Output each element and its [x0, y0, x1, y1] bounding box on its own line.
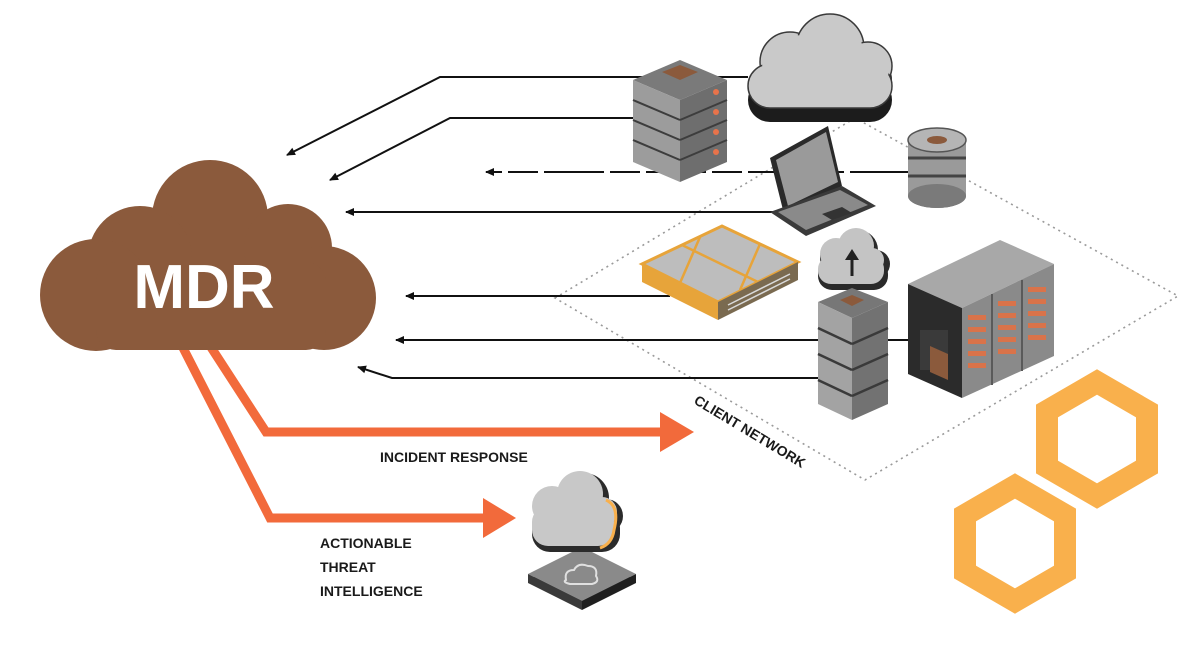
laptop-icon	[770, 126, 876, 236]
intel-label-line-1: ACTIONABLE	[320, 535, 412, 551]
cloud-icon	[747, 13, 893, 122]
server-stack-icon	[817, 288, 889, 420]
threat-intel-arrow	[173, 335, 488, 523]
arrow-from-server	[329, 117, 640, 181]
server-rack-icon	[632, 60, 728, 182]
hexagon-decoration-icon	[954, 369, 1158, 614]
firewall-appliance-icon	[638, 224, 802, 320]
client-network-label: CLIENT NETWORK	[691, 392, 808, 471]
incident-response-arrow	[201, 335, 665, 437]
arrow-from-stack	[357, 365, 818, 379]
incident-response-arrowhead	[660, 412, 694, 452]
mdr-cloud: MDR	[40, 160, 376, 351]
client-network-boundary	[553, 117, 1180, 481]
database-icon	[907, 127, 967, 208]
cloud-platform-icon	[528, 471, 636, 610]
threat-intel-arrowhead	[483, 498, 516, 538]
intel-label-line-2: THREAT	[320, 559, 376, 575]
incident-response-label: INCIDENT RESPONSE	[380, 449, 528, 465]
data-center-rack-icon	[908, 240, 1054, 398]
intel-label-line-3: INTELLIGENCE	[320, 583, 423, 599]
mdr-label: MDR	[133, 253, 274, 322]
response-arrows	[173, 335, 665, 523]
cloud-upload-icon	[818, 228, 890, 290]
